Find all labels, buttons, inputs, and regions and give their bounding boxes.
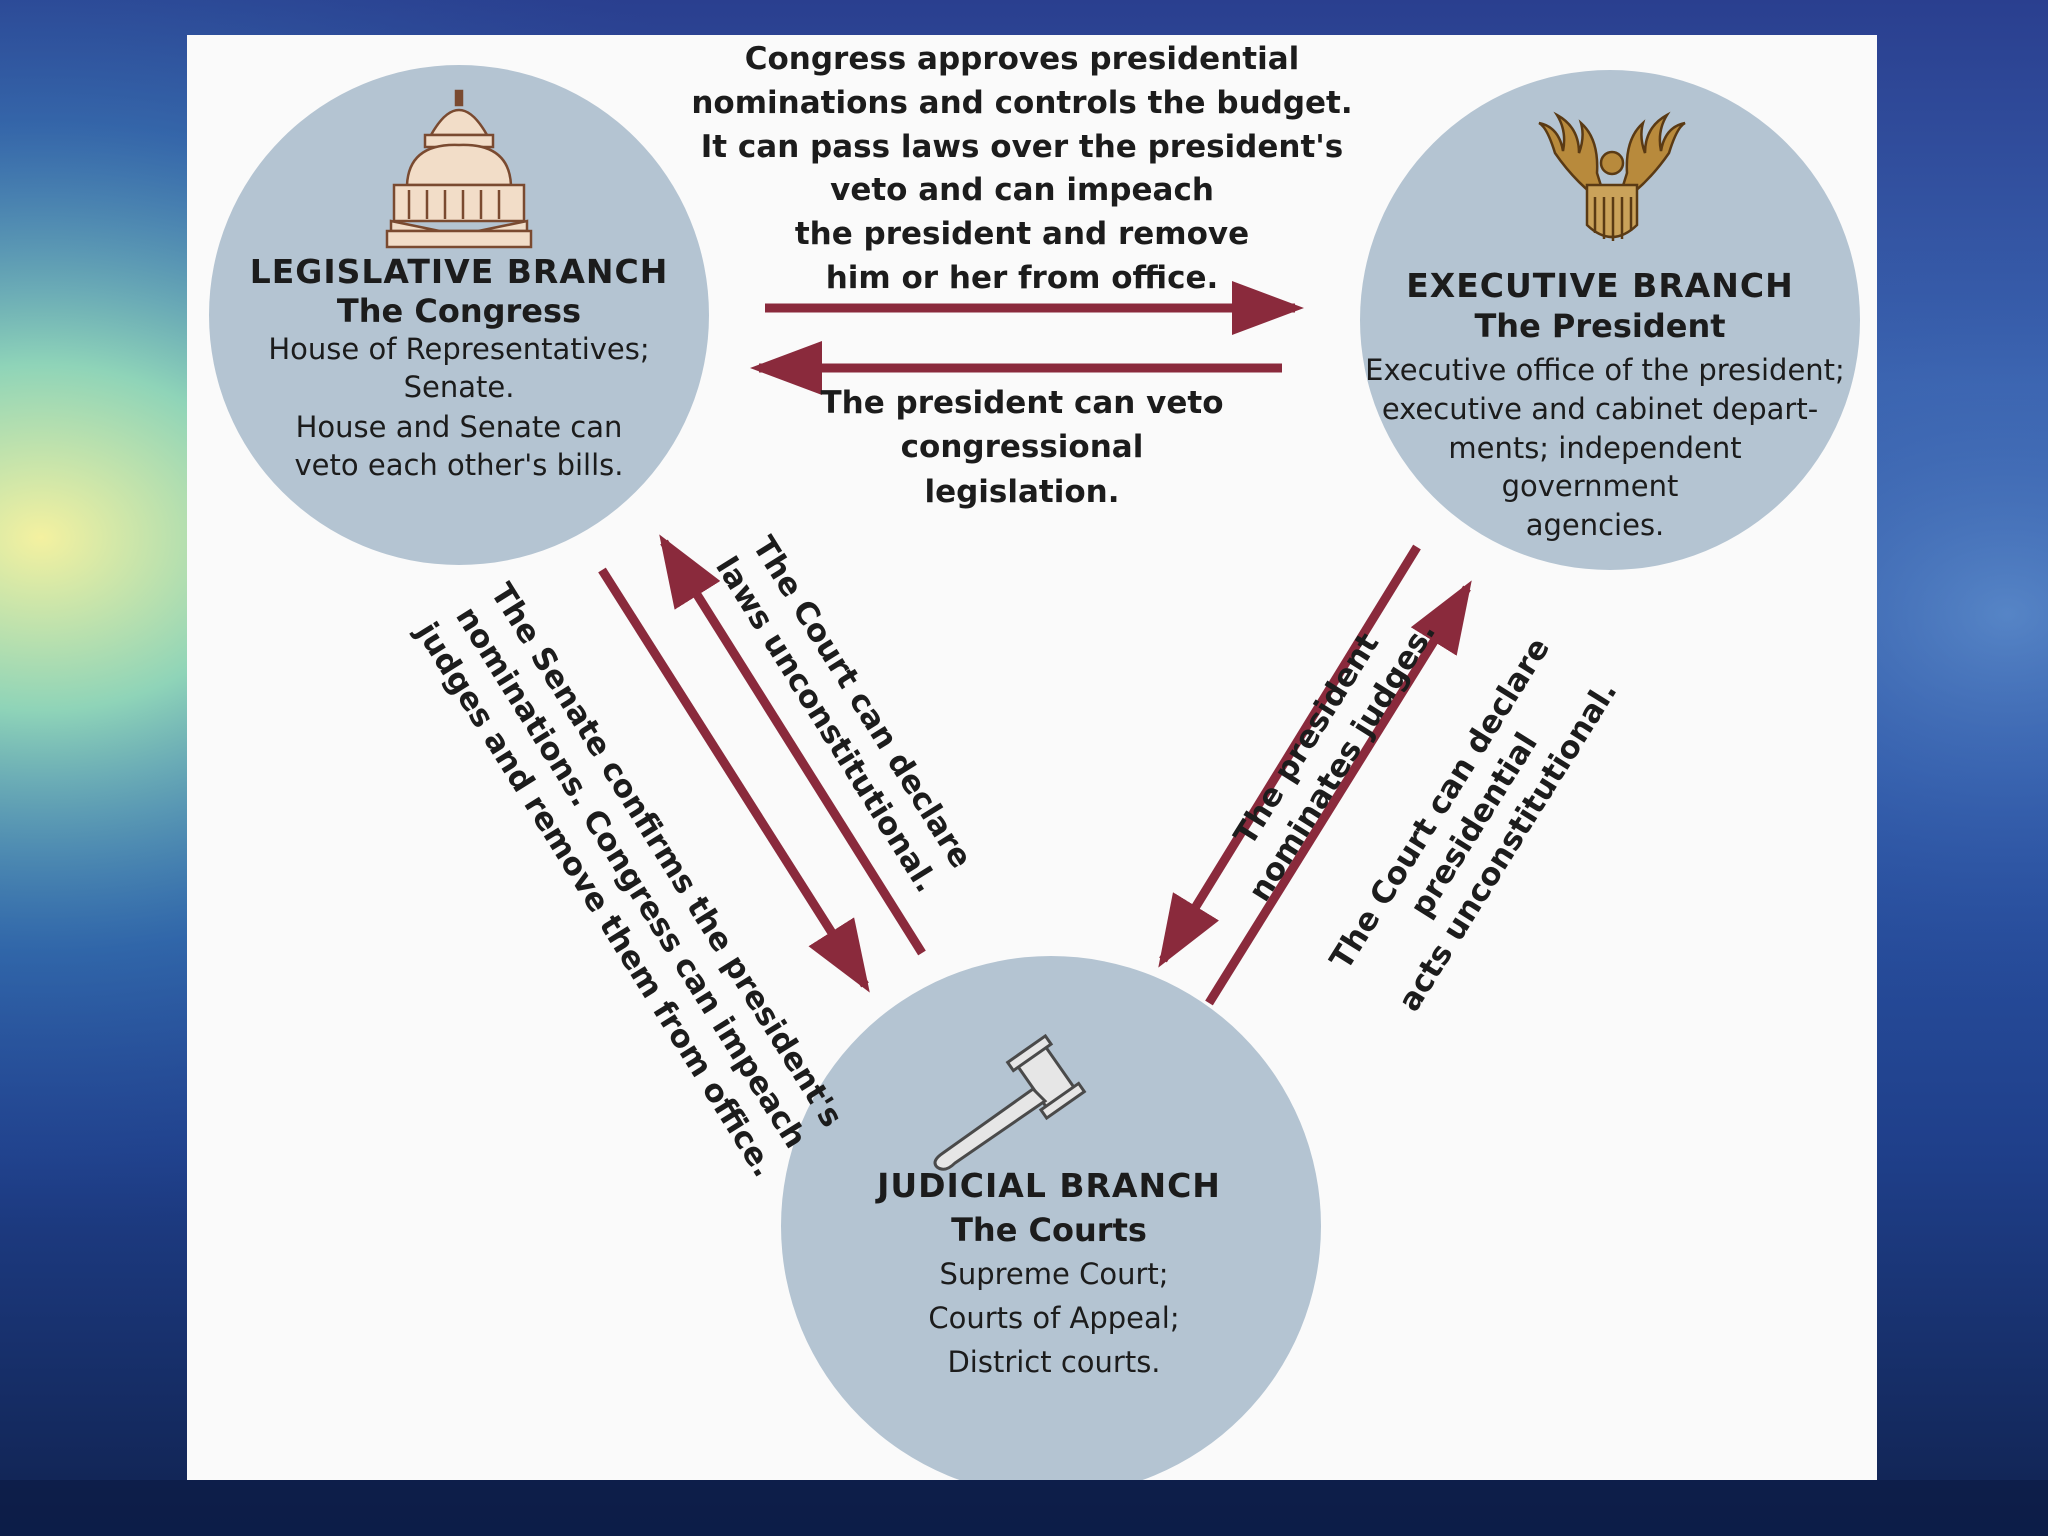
check-line: Congress approves presidential: [745, 41, 1300, 77]
executive-subheading: The President: [1474, 307, 1725, 345]
judicial-line: Supreme Court;: [939, 1257, 1168, 1291]
executive-circle: [1360, 70, 1860, 570]
legislative-line: veto each other's bills.: [295, 448, 624, 482]
arrow-court-to-congress: [659, 534, 926, 956]
legislative-heading: LEGISLATIVE BRANCH: [250, 252, 669, 291]
executive-line: government: [1502, 469, 1679, 503]
judicial-circle: [781, 956, 1321, 1480]
check-line: The Court can declare: [745, 530, 979, 874]
executive-line: agencies.: [1526, 508, 1665, 542]
legislative-line: Senate.: [404, 370, 515, 404]
gavel-icon: [933, 1033, 1087, 1171]
check-line: It can pass laws over the president's: [701, 129, 1343, 165]
judicial-line: Courts of Appeal;: [928, 1301, 1179, 1335]
checks-and-balances-diagram: LEGISLATIVE BRANCH The Congress House of…: [209, 41, 1860, 1480]
check-line: veto and can impeach: [830, 172, 1214, 208]
judicial-text: JUDICIAL BRANCH The Courts Supreme Court…: [875, 1166, 1221, 1379]
capitol-dome-icon: [385, 89, 533, 249]
judicial-line: District courts.: [947, 1345, 1160, 1379]
eagle-seal-icon: [1538, 111, 1686, 241]
legislative-subheading: The Congress: [337, 292, 581, 330]
executive-heading: EXECUTIVE BRANCH: [1406, 266, 1793, 305]
executive-text: EXECUTIVE BRANCH The President Executive…: [1365, 266, 1845, 542]
judicial-subheading: The Courts: [951, 1211, 1147, 1249]
check-line: nominations and controls the budget.: [691, 85, 1352, 121]
legislative-line: House and Senate can: [296, 410, 623, 444]
judicial-heading: JUDICIAL BRANCH: [875, 1166, 1221, 1205]
check-line: judges and remove them from office.: [408, 614, 782, 1183]
arrow-congress-to-court: [598, 567, 870, 993]
check-line: him or her from office.: [826, 260, 1219, 296]
check-president-to-congress: The president can veto congressional leg…: [820, 385, 1223, 510]
diagram-panel: LEGISLATIVE BRANCH The Congress House of…: [187, 35, 1877, 1480]
legislative-line: House of Representatives;: [268, 332, 649, 366]
check-line: laws unconstitutional.: [708, 550, 944, 898]
check-line: legislation.: [924, 474, 1119, 510]
executive-line: Executive office of the president;: [1365, 353, 1845, 387]
check-line: the president and remove: [795, 216, 1249, 252]
check-congress-to-president: Congress approves presidential nominatio…: [691, 41, 1352, 296]
check-arrows: [598, 281, 1472, 1006]
legislative-text: LEGISLATIVE BRANCH The Congress House of…: [250, 252, 669, 482]
check-line: nominations. Congress can impeach: [448, 600, 813, 1154]
check-line: congressional: [901, 429, 1144, 465]
arrow-president-to-court: [1158, 544, 1421, 968]
check-court-to-congress: The Court can declare laws unconstitutio…: [708, 530, 979, 899]
executive-line: ments; independent: [1448, 431, 1741, 465]
legislative-circle: [209, 65, 709, 565]
executive-line: executive and cabinet depart-: [1382, 392, 1818, 426]
arrow-court-to-president: [1205, 580, 1472, 1006]
check-line: The president can veto: [820, 385, 1223, 421]
